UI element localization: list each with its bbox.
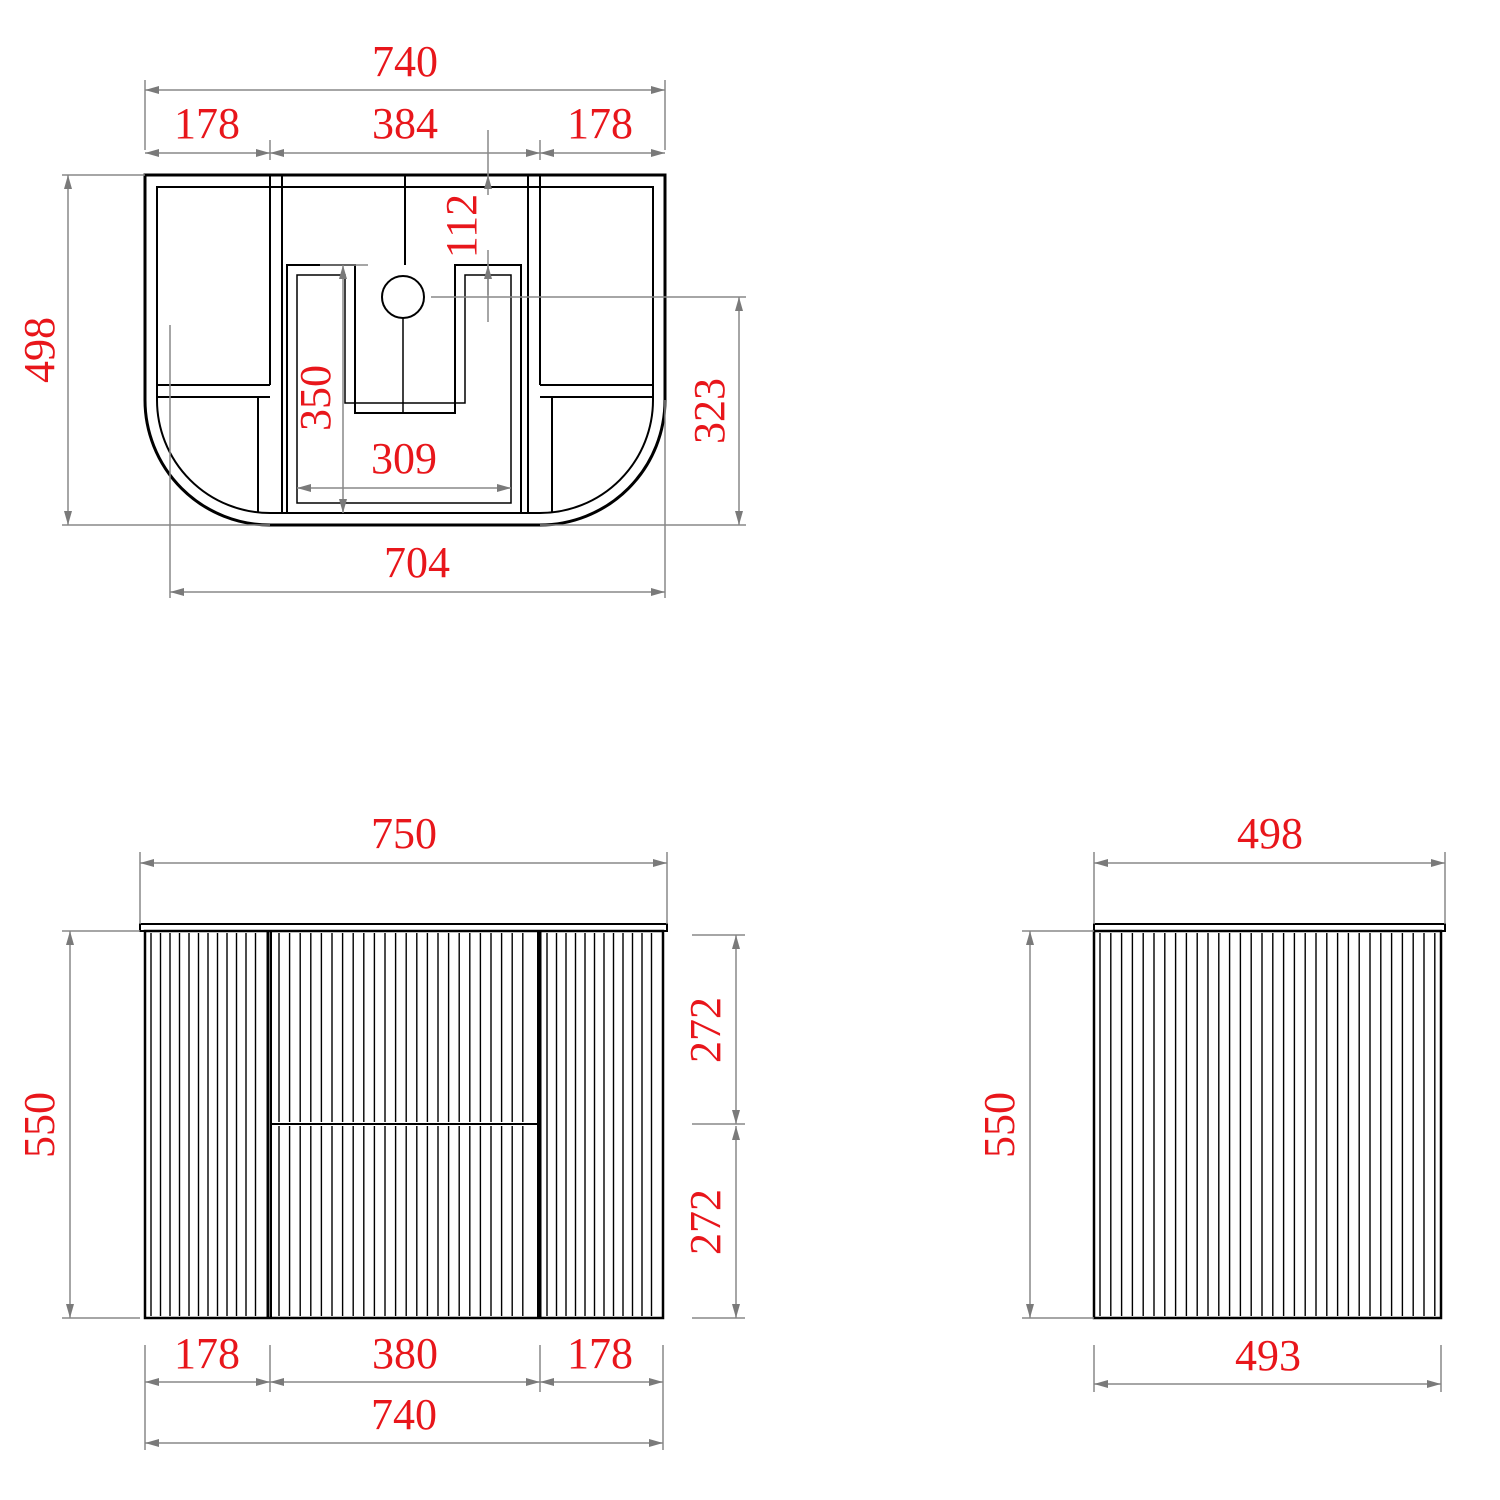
drawer-cutout-outline [286, 264, 522, 514]
front-view: 750 550 272 272 178 380 178 [15, 809, 745, 1450]
front-middle-section-label: 380 [372, 1329, 438, 1378]
front-left-section-label: 178 [174, 1329, 240, 1378]
side-cabinet-body [1092, 929, 1443, 1320]
waste-hole [381, 275, 425, 319]
side-height-label: 550 [975, 1092, 1024, 1158]
waste-offset-label: 323 [685, 378, 734, 444]
top-left-section-label: 178 [174, 99, 240, 148]
cutout-depth-label: 112 [437, 194, 486, 258]
front-carcass-width-label: 740 [371, 1390, 437, 1439]
top-right-section-label: 178 [567, 99, 633, 148]
lower-drawer-height-label: 272 [681, 1189, 730, 1255]
front-drawer-frames [266, 930, 542, 1319]
top-middle-section-label: 384 [372, 99, 438, 148]
base-width-label: 704 [384, 538, 450, 587]
top-overall-width-label: 740 [372, 37, 438, 86]
top-dividers [157, 175, 653, 513]
side-view: 498 550 493 [975, 809, 1446, 1392]
top-dimensions: 740 178 384 178 498 112 350 [15, 37, 746, 598]
side-slats [1099, 933, 1436, 1316]
front-overall-width-label: 750 [371, 809, 437, 858]
lower-drawer [270, 1123, 539, 1319]
side-overall-depth-label: 498 [1237, 809, 1303, 858]
front-height-label: 550 [15, 1092, 64, 1158]
cutout-width-label: 309 [371, 434, 437, 483]
side-base-depth-label: 493 [1235, 1331, 1301, 1380]
upper-drawer-height-label: 272 [681, 997, 730, 1063]
top-depth-label: 498 [15, 317, 64, 383]
front-right-section-label: 178 [567, 1329, 633, 1378]
front-slats [150, 933, 653, 1316]
side-dimensions: 498 550 493 [975, 809, 1446, 1392]
inner-height-label: 350 [291, 365, 340, 431]
front-dimensions: 750 550 272 272 178 380 178 [15, 809, 745, 1450]
top-view: 740 178 384 178 498 112 350 [15, 37, 746, 598]
